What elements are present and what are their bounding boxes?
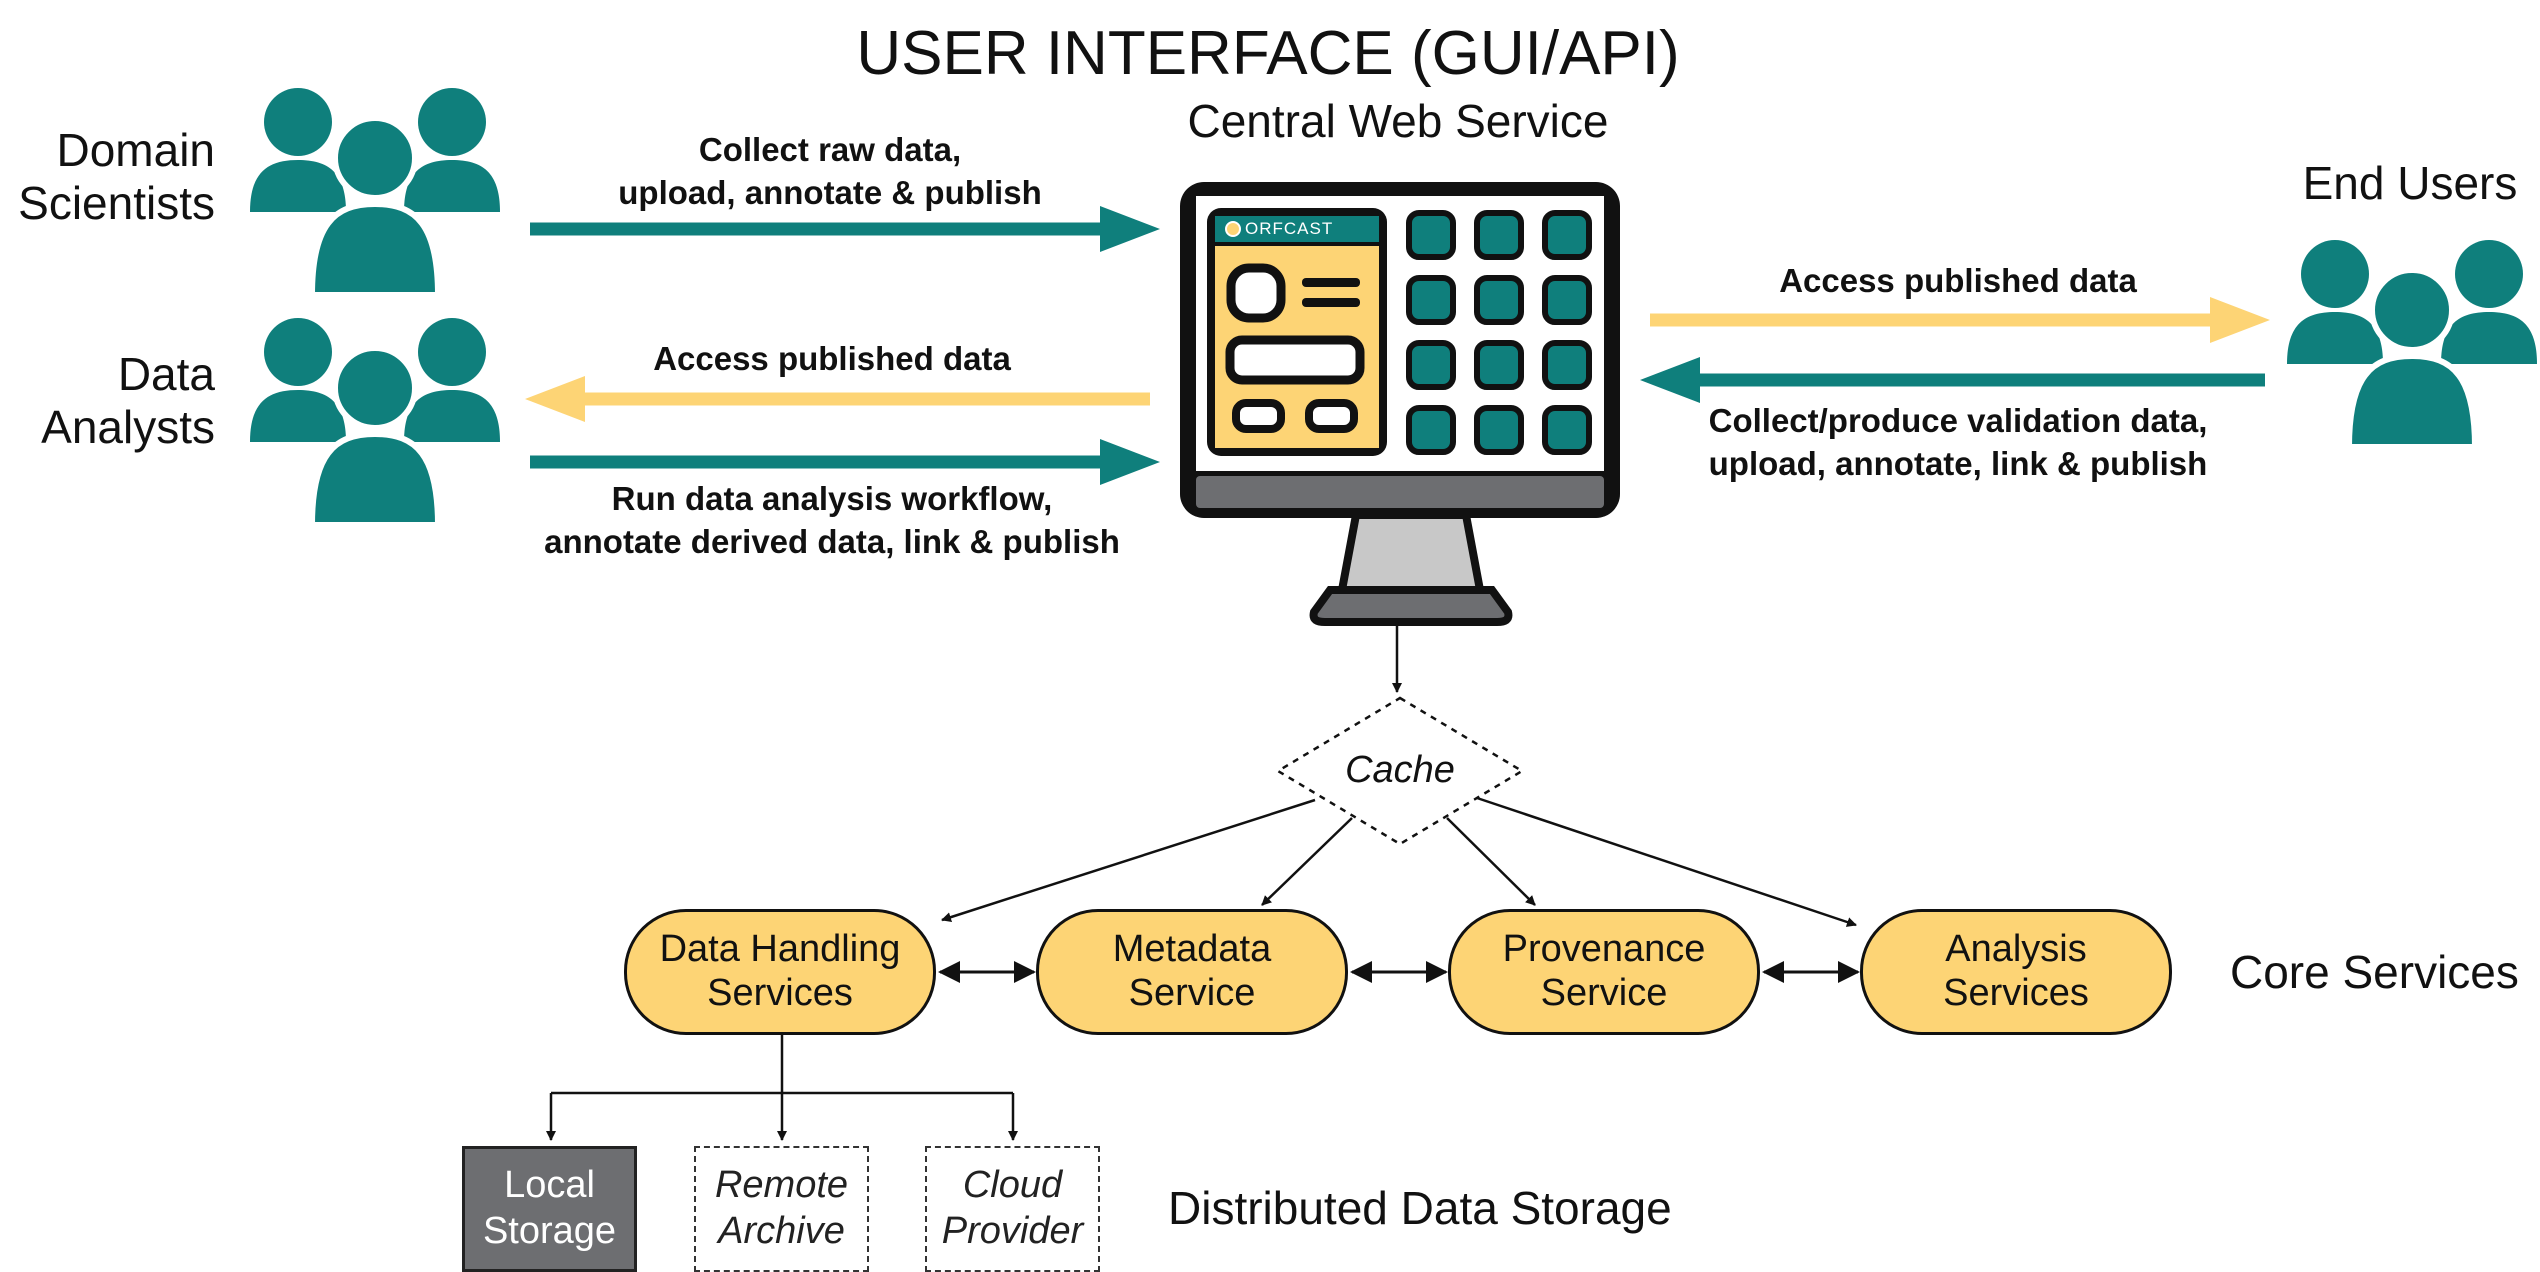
arrow-endusers-collect — [1640, 357, 2265, 403]
metadata-service-label: Metadata Service — [1112, 928, 1272, 1014]
storage-connector — [546, 1035, 1018, 1141]
local-storage-node: Local Storage — [462, 1146, 637, 1272]
app-tile — [1474, 275, 1524, 325]
arrow-scientists-upload — [530, 206, 1160, 252]
arrow-analysts-workflow — [530, 439, 1160, 485]
provenance-service-label: Provenance Service — [1502, 928, 1706, 1014]
data-analysts-icon — [250, 318, 500, 525]
remote-archive-node: Remote Archive — [694, 1146, 869, 1272]
app-tile — [1474, 340, 1524, 390]
app-tile — [1542, 405, 1592, 455]
data-handling-services-node: Data Handling Services — [624, 909, 936, 1035]
arrow-cache-datahandling — [941, 798, 1316, 923]
end-users-icon — [2287, 240, 2537, 447]
scientists-upload-label: Collect raw data, upload, annotate & pub… — [618, 131, 1042, 211]
domain-scientists-icon — [250, 88, 500, 295]
page-title: USER INTERFACE (GUI/API) — [856, 19, 1680, 88]
cache-diamond — [1275, 696, 1525, 846]
cache-label: Cache — [1345, 749, 1455, 791]
analysts-access-label: Access published data — [653, 340, 1011, 377]
domain-scientists-label: Domain Scientists — [18, 124, 215, 229]
app-tile — [1542, 340, 1592, 390]
metadata-service-node: Metadata Service — [1036, 909, 1348, 1035]
distributed-data-storage-label: Distributed Data Storage — [1168, 1182, 1672, 1234]
cloud-provider-node: Cloud Provider — [925, 1146, 1100, 1272]
end-users-label: End Users — [2302, 157, 2518, 209]
app-tile — [1542, 275, 1592, 325]
core-services-label: Core Services — [2230, 946, 2519, 998]
remote-archive-label: Remote Archive — [714, 1164, 849, 1252]
app-tile — [1406, 210, 1456, 260]
app-logo-text: ORFCAST — [1245, 219, 1334, 238]
app-tile — [1406, 340, 1456, 390]
provenance-service-node: Provenance Service — [1448, 909, 1760, 1035]
analysis-services-node: Analysis Services — [1860, 909, 2172, 1035]
analysts-workflow-label: Run data analysis workflow, annotate der… — [544, 480, 1120, 560]
arrow-endusers-access — [1650, 297, 2270, 343]
app-tile — [1406, 275, 1456, 325]
app-tile — [1542, 210, 1592, 260]
data-handling-services-label: Data Handling Services — [659, 928, 901, 1014]
local-storage-label: Local Storage — [482, 1164, 617, 1252]
arrow-cache-metadata — [1261, 817, 1353, 906]
data-analysts-label: Data Analysts — [41, 348, 215, 453]
arrow-cache-analysis — [1476, 796, 1857, 927]
endusers-collect-label: Collect/produce validation data, upload,… — [1708, 402, 2208, 482]
app-tile-grid — [1406, 210, 1594, 460]
cloud-provider-label: Cloud Provider — [941, 1164, 1084, 1252]
endusers-access-label: Access published data — [1779, 262, 2137, 299]
app-tile — [1474, 405, 1524, 455]
analysis-services-label: Analysis Services — [1943, 928, 2089, 1014]
app-tile — [1406, 405, 1456, 455]
arrow-cache-provenance — [1446, 817, 1536, 906]
central-web-service-label: Central Web Service — [1187, 95, 1609, 147]
app-tile — [1474, 210, 1524, 260]
arrow-analysts-access — [525, 376, 1150, 422]
